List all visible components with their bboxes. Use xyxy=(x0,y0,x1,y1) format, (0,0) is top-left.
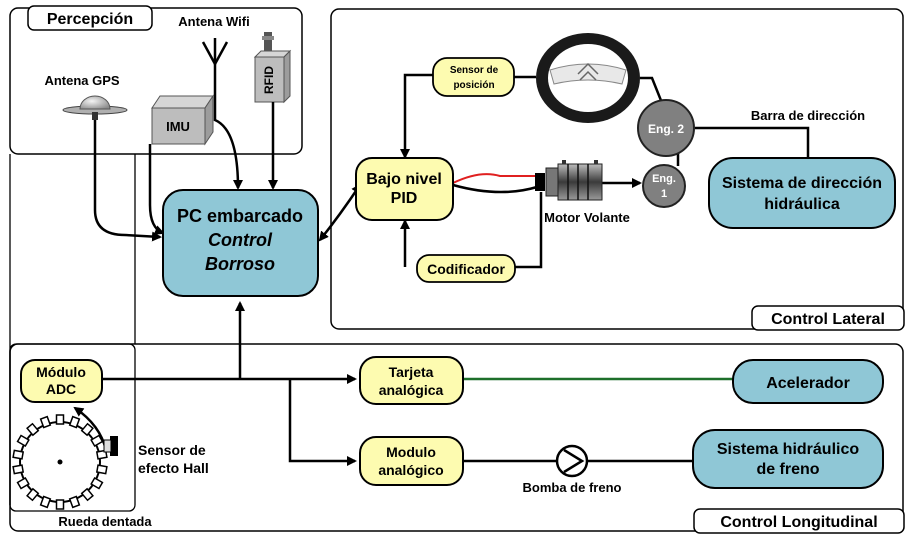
rfid-label: RFID xyxy=(262,66,276,94)
gear-tooth xyxy=(16,434,30,448)
sensor-posicion-line2: posición xyxy=(453,80,494,91)
gear-tooth xyxy=(12,464,25,475)
sensor-posicion-line1: Sensor de xyxy=(450,65,499,76)
wifi-antenna-icon xyxy=(201,38,229,67)
gear-tooth xyxy=(55,414,65,425)
pc-line3: Borroso xyxy=(205,254,275,274)
modulo-analogico-block xyxy=(359,436,464,486)
red-wire xyxy=(452,173,537,184)
freno-block xyxy=(692,429,884,489)
gear-tooth xyxy=(95,464,108,475)
gear-tooth xyxy=(95,449,108,460)
outer-frame-line xyxy=(9,154,136,505)
motor-volante-label: Motor Volante xyxy=(544,210,630,225)
perception-links xyxy=(93,64,278,242)
eng1-line1: Eng. xyxy=(652,173,676,185)
longitudinal-title: Control Longitudinal xyxy=(720,514,877,531)
longitudinal-links xyxy=(102,301,693,466)
bomba-freno-icon xyxy=(555,444,589,478)
codificador-label: Codificador xyxy=(427,261,505,277)
rueda-dentada-label: Rueda dentada xyxy=(58,514,152,529)
acelerador-label: Acelerador xyxy=(766,375,850,392)
lateral-links xyxy=(400,73,810,269)
modulo-line2: analógico xyxy=(378,462,443,478)
gear-tooth xyxy=(16,476,30,490)
direccion-block xyxy=(708,157,896,229)
rueda-dentada-icon xyxy=(12,414,108,510)
hall-line1: Sensor de xyxy=(138,442,206,458)
lateral-region xyxy=(330,8,904,330)
motor-volante-icon xyxy=(535,160,603,201)
pid-line1: Bajo nivel xyxy=(366,171,442,188)
freno-line1: Sistema hidráulico xyxy=(717,441,859,458)
gear-tooth xyxy=(39,495,52,509)
antena-wifi-label: Antena Wifi xyxy=(178,14,249,29)
gear-tooth xyxy=(12,449,25,460)
acelerador-block xyxy=(732,359,884,404)
lateral-title: Control Lateral xyxy=(771,311,885,328)
gear-tooth xyxy=(90,476,104,490)
barra-direccion-label: Barra de dirección xyxy=(751,108,865,123)
gear-tooth xyxy=(68,495,81,509)
imu-label: IMU xyxy=(166,119,190,134)
tarjeta-block xyxy=(359,356,464,405)
gear-tooth xyxy=(80,487,94,502)
gear-tooth xyxy=(26,422,40,437)
eng2-gear xyxy=(637,99,695,157)
gear-tooth xyxy=(55,499,65,510)
pid-block xyxy=(355,157,454,221)
pc-line2: Control xyxy=(208,230,273,250)
adc-line1: Módulo xyxy=(36,364,86,380)
pc-pid-link xyxy=(318,183,362,242)
codificador-block xyxy=(416,254,516,283)
longitudinal-title-box xyxy=(693,508,905,534)
antena-gps-label: Antena GPS xyxy=(44,73,119,88)
lateral-title-box xyxy=(751,305,905,331)
bomba-freno-label: Bomba de freno xyxy=(523,480,622,495)
eng1-line2: 1 xyxy=(661,188,667,200)
pc-line1: PC embarcado xyxy=(177,206,303,226)
hall-line2: efecto Hall xyxy=(138,460,209,476)
gear-tooth xyxy=(39,415,52,429)
imu-icon xyxy=(151,94,214,146)
pid-line2: PID xyxy=(391,190,418,207)
direccion-line1: Sistema de dirección xyxy=(722,175,882,192)
pc-block xyxy=(162,189,319,297)
percepcion-region xyxy=(9,7,303,155)
tarjeta-line2: analógica xyxy=(379,382,444,398)
rfid-icon xyxy=(253,32,292,104)
gear-tooth xyxy=(26,487,40,502)
hall-sensor-icon xyxy=(103,436,118,456)
steering-wheel-icon xyxy=(536,33,640,123)
gear-tooth xyxy=(80,422,94,437)
tarjeta-line1: Tarjeta xyxy=(389,364,434,380)
gear-tooth xyxy=(68,415,81,429)
eng1-gear xyxy=(642,164,686,208)
adc-block xyxy=(20,359,103,403)
direccion-line2: hidráulica xyxy=(764,196,840,213)
adc-line2: ADC xyxy=(46,381,76,397)
gps-antenna-icon xyxy=(62,95,128,120)
freno-line2: de freno xyxy=(756,461,819,478)
modulo-line1: Modulo xyxy=(386,444,436,460)
percepcion-title-box xyxy=(27,5,153,31)
percepcion-title: Percepción xyxy=(47,11,133,28)
eng2-label: Eng. 2 xyxy=(648,122,684,136)
